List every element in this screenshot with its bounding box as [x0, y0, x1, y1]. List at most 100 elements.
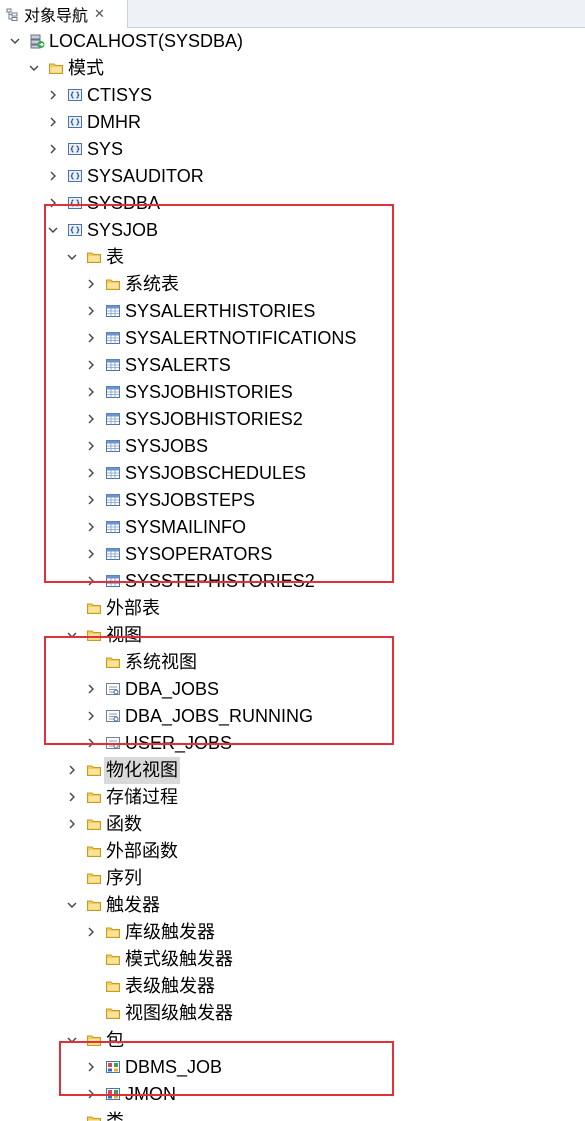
chevron-right-icon[interactable] — [84, 547, 98, 561]
tree-node-label: DBMS_JOB — [125, 1057, 223, 1077]
tree-node-label: 序列 — [106, 868, 142, 888]
tree-node[interactable]: SYSJOB — [0, 217, 585, 244]
chevron-right-icon[interactable] — [84, 412, 98, 426]
tree-node[interactable]: 存储过程 — [0, 784, 585, 811]
chevron-down-icon[interactable] — [8, 34, 22, 48]
tree-node-label: LOCALHOST(SYSDBA) — [49, 31, 244, 51]
chevron-right-icon[interactable] — [84, 304, 98, 318]
tree-node[interactable]: 视图 — [0, 622, 585, 649]
chevron-right-icon[interactable] — [84, 358, 98, 372]
tree-node[interactable]: USER_JOBS — [0, 730, 585, 757]
tab-object-navigator[interactable]: 对象导航 ✕ — [0, 0, 128, 28]
chevron-right-icon[interactable] — [46, 88, 60, 102]
tree-node[interactable]: DBMS_JOB — [0, 1054, 585, 1081]
tree-node[interactable]: 触发器 — [0, 892, 585, 919]
tree-node[interactable]: SYSALERTS — [0, 352, 585, 379]
folder-icon — [87, 792, 101, 803]
tree-node-label: SYSALERTS — [125, 355, 231, 375]
tree-node[interactable]: SYSJOBS — [0, 433, 585, 460]
chevron-right-icon[interactable] — [84, 574, 98, 588]
chevron-right-icon[interactable] — [84, 682, 98, 696]
schema-icon — [68, 89, 82, 101]
tree-node[interactable]: LOCALHOST(SYSDBA) — [0, 28, 585, 55]
tree-node[interactable]: SYSSTEPHISTORIES2 — [0, 568, 585, 595]
tree-node-label: 存储过程 — [106, 787, 178, 807]
tree-node[interactable]: 外部表 — [0, 595, 585, 622]
chevron-right-icon[interactable] — [46, 142, 60, 156]
tree-node[interactable]: 外部函数 — [0, 838, 585, 865]
chevron-right-icon[interactable] — [65, 817, 79, 831]
navigator-icon — [6, 8, 18, 21]
chevron-down-icon[interactable] — [65, 628, 79, 642]
chevron-down-icon[interactable] — [27, 61, 41, 75]
tree-node-label: SYSSTEPHISTORIES2 — [125, 571, 315, 591]
chevron-right-icon[interactable] — [84, 1060, 98, 1074]
chevron-right-icon[interactable] — [84, 925, 98, 939]
chevron-down-icon[interactable] — [65, 250, 79, 264]
chevron-down-icon[interactable] — [65, 898, 79, 912]
tree-node[interactable]: DBA_JOBS — [0, 676, 585, 703]
tree-node[interactable]: SYSALERTNOTIFICATIONS — [0, 325, 585, 352]
chevron-down-icon[interactable] — [46, 223, 60, 237]
close-icon[interactable]: ✕ — [94, 6, 105, 21]
folder-icon — [87, 252, 101, 263]
tree-node[interactable]: 表级触发器 — [0, 973, 585, 1000]
tree-node[interactable]: SYSDBA — [0, 190, 585, 217]
chevron-right-icon[interactable] — [84, 331, 98, 345]
chevron-right-icon[interactable] — [84, 439, 98, 453]
tree-node[interactable]: 表 — [0, 244, 585, 271]
tree-node[interactable]: SYSMAILINFO — [0, 514, 585, 541]
tree-node[interactable]: 系统表 — [0, 271, 585, 298]
table-icon — [106, 305, 120, 317]
package-icon — [106, 1088, 120, 1100]
tree-node[interactable]: 系统视图 — [0, 649, 585, 676]
folder-icon — [87, 846, 101, 857]
tab-title: 对象导航 — [24, 8, 89, 25]
tree-node[interactable]: 库级触发器 — [0, 919, 585, 946]
chevron-right-icon[interactable] — [84, 736, 98, 750]
schema-icon — [68, 224, 82, 236]
tree-node[interactable]: SYSJOBHISTORIES2 — [0, 406, 585, 433]
table-icon — [106, 440, 120, 452]
tree-node-label: 外部表 — [106, 598, 160, 618]
chevron-right-icon[interactable] — [46, 115, 60, 129]
tree-node[interactable]: 模式 — [0, 55, 585, 82]
tree-node[interactable]: SYSAUDITOR — [0, 163, 585, 190]
tree-node[interactable]: JMON — [0, 1081, 585, 1108]
tree-node[interactable]: SYSJOBSCHEDULES — [0, 460, 585, 487]
chevron-right-icon[interactable] — [46, 196, 60, 210]
chevron-right-icon[interactable] — [84, 1087, 98, 1101]
tree-node[interactable]: DMHR — [0, 109, 585, 136]
chevron-right-icon[interactable] — [65, 763, 79, 777]
tree-node[interactable]: DBA_JOBS_RUNNING — [0, 703, 585, 730]
chevron-right-icon[interactable] — [84, 277, 98, 291]
tree-node[interactable]: SYSJOBHISTORIES — [0, 379, 585, 406]
chevron-right-icon[interactable] — [84, 385, 98, 399]
chevron-right-icon[interactable] — [84, 709, 98, 723]
tree-node-label: 系统视图 — [125, 652, 197, 672]
chevron-right-icon[interactable] — [65, 790, 79, 804]
tree-node[interactable]: SYSJOBSTEPS — [0, 487, 585, 514]
tree-node-label: DBA_JOBS_RUNNING — [125, 706, 314, 726]
tree-node[interactable]: 物化视图 — [0, 757, 585, 784]
chevron-down-icon[interactable] — [65, 1033, 79, 1047]
tree-node[interactable]: SYS — [0, 136, 585, 163]
tree-node[interactable]: 类 — [0, 1108, 585, 1121]
tree-node[interactable]: SYSALERTHISTORIES — [0, 298, 585, 325]
chevron-right-icon[interactable] — [84, 493, 98, 507]
tree-node[interactable]: CTISYS — [0, 82, 585, 109]
tree-node[interactable]: 函数 — [0, 811, 585, 838]
tree-node[interactable]: 模式级触发器 — [0, 946, 585, 973]
tree-node[interactable]: 视图级触发器 — [0, 1000, 585, 1027]
chevron-right-icon[interactable] — [84, 520, 98, 534]
table-icon — [106, 575, 120, 587]
tree-node[interactable]: SYSOPERATORS — [0, 541, 585, 568]
tree-node-label: SYSJOBHISTORIES2 — [125, 409, 303, 429]
chevron-right-icon[interactable] — [84, 466, 98, 480]
folder-icon — [106, 981, 120, 992]
tree-node[interactable]: 包 — [0, 1027, 585, 1054]
view-icon — [106, 710, 120, 722]
tree-node[interactable]: 序列 — [0, 865, 585, 892]
chevron-right-icon[interactable] — [46, 169, 60, 183]
